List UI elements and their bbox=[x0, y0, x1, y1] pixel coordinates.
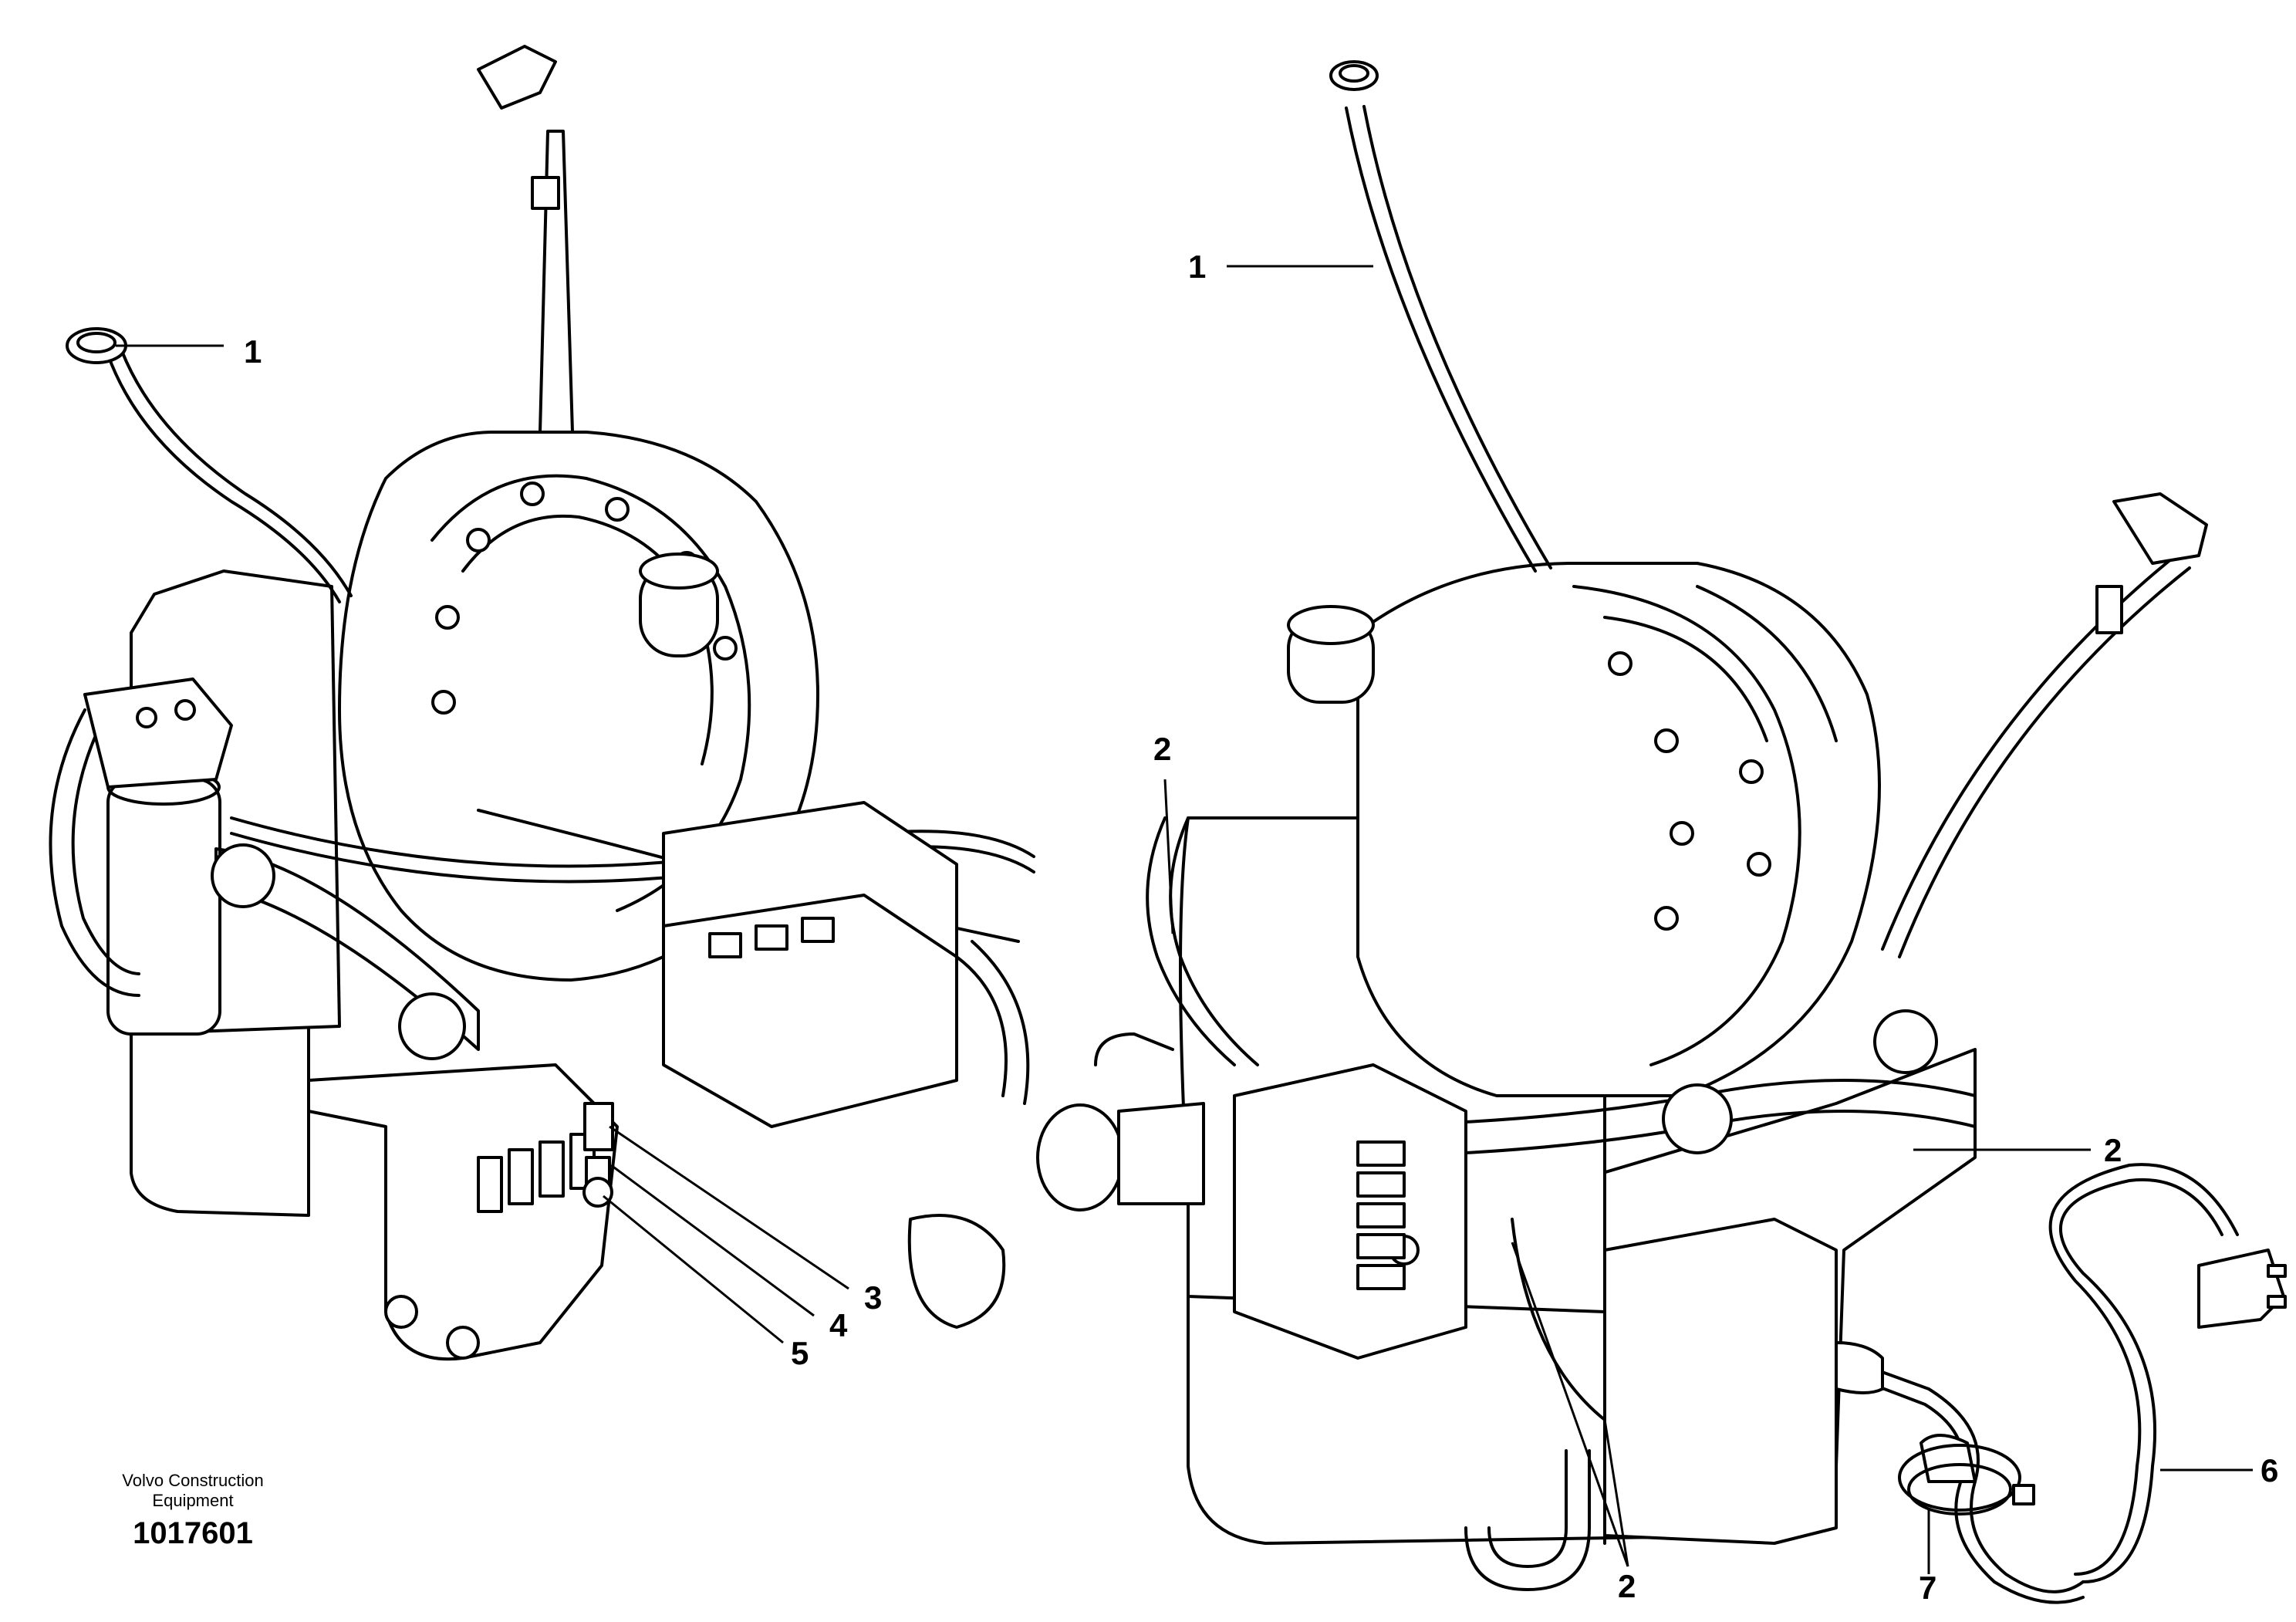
company-name-line2: Equipment bbox=[152, 1491, 233, 1510]
right-transmission-assembly bbox=[1036, 60, 2208, 1591]
callout-left-4: 4 bbox=[829, 1307, 848, 1343]
left-transmission-assembly bbox=[49, 45, 1035, 1361]
callout-left-5: 5 bbox=[791, 1335, 809, 1371]
sensor-cable-assembly bbox=[1835, 1341, 2085, 1604]
footer: Volvo Construction Equipment 1017601 bbox=[122, 1471, 263, 1550]
callout-left-1: 1 bbox=[244, 333, 262, 370]
company-name-line1: Volvo Construction bbox=[122, 1471, 263, 1490]
left-callout-leaders bbox=[116, 344, 849, 1344]
left-callout-labels: 1 3 4 5 bbox=[244, 333, 882, 1371]
callout-left-3: 3 bbox=[864, 1279, 882, 1316]
callout-right-6: 6 bbox=[2261, 1452, 2278, 1489]
document-number: 1017601 bbox=[133, 1516, 253, 1550]
callout-right-7: 7 bbox=[1919, 1570, 1936, 1606]
callout-right-2-side: 2 bbox=[2104, 1132, 2122, 1168]
callout-right-2-bottom: 2 bbox=[1618, 1568, 1636, 1604]
cable-clamp-part-7 bbox=[1898, 1444, 2035, 1516]
callout-right-1: 1 bbox=[1188, 248, 1206, 285]
right-callout-leaders bbox=[1163, 265, 2253, 1574]
right-callout-labels: 1 2 2 2 6 7 bbox=[1153, 248, 2278, 1606]
callout-right-2-top: 2 bbox=[1153, 731, 1171, 767]
power-cable-part-6 bbox=[2048, 1163, 2287, 1583]
